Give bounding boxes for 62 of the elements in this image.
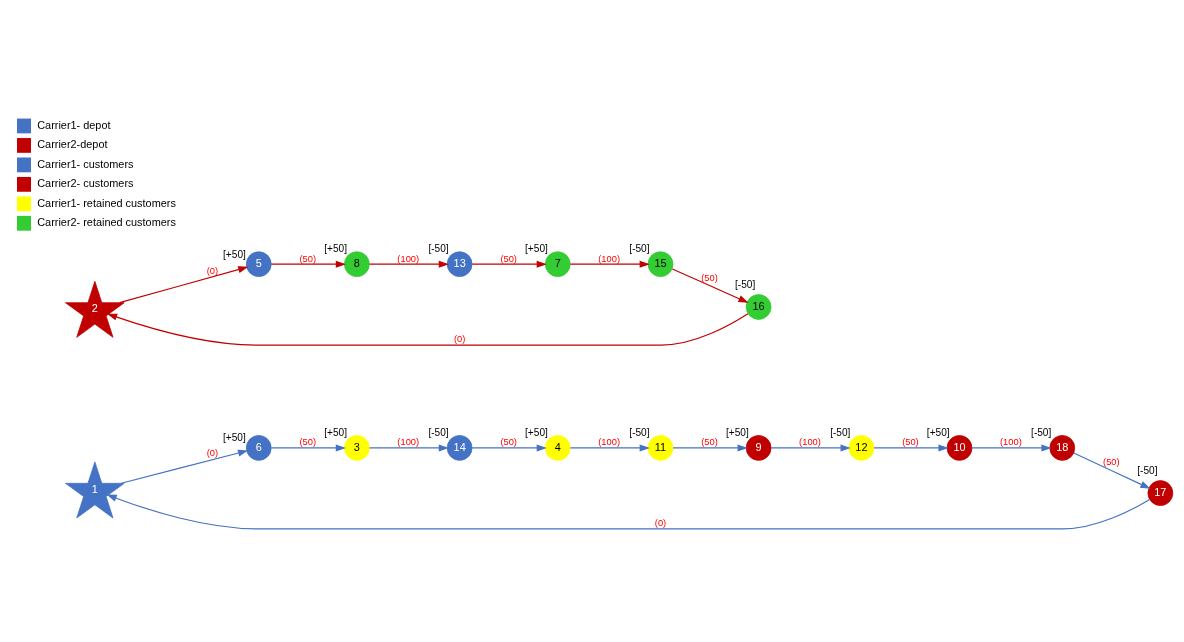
- legend-label: Carrier2- customers: [37, 177, 134, 190]
- arrow: [107, 313, 749, 346]
- arrow: [770, 444, 851, 452]
- arrow: [971, 444, 1052, 452]
- node-label: [-50]: [830, 426, 851, 438]
- arrow: [672, 444, 748, 452]
- node-label: [-50]: [629, 242, 650, 254]
- node-circle: 6: [245, 435, 272, 461]
- arrow: [569, 260, 650, 268]
- edge-label: (100): [598, 253, 621, 264]
- node-circle: 17: [1147, 480, 1174, 506]
- node-label: [+50]: [324, 426, 347, 438]
- arrow: [1073, 452, 1151, 489]
- edge-label: (50): [1103, 456, 1120, 467]
- edge-label: (100): [799, 437, 821, 448]
- legend-label: Carrier2- retained customers: [37, 216, 176, 229]
- arrow: [368, 444, 449, 452]
- edge-label: (50): [299, 437, 317, 448]
- node-label: [+50]: [324, 242, 347, 254]
- node-label: [+50]: [926, 426, 950, 438]
- node-label: [+50]: [222, 432, 246, 444]
- edge-label: (50): [701, 437, 718, 448]
- edge-label: (100): [999, 437, 1022, 448]
- legend-label: Carrier1- depot: [37, 118, 111, 131]
- legend-label: Carrier2-depot: [37, 138, 108, 151]
- edge-label: (0): [206, 448, 219, 459]
- node-circle: 16: [745, 294, 772, 320]
- node-label: [-50]: [1031, 426, 1052, 438]
- legend-label: Carrier1- retained customers: [37, 196, 176, 209]
- arrow: [471, 444, 547, 452]
- edge-label: (0): [654, 518, 667, 529]
- edge-label: (0): [206, 265, 219, 276]
- arrow: [471, 260, 547, 268]
- arrow: [120, 449, 249, 484]
- edge-label: (0): [453, 334, 466, 345]
- edge-label: (100): [598, 437, 621, 448]
- edge-label: (50): [500, 437, 517, 448]
- arrow: [119, 266, 249, 304]
- edge-label: (100): [397, 437, 420, 448]
- legend-label: Carrier1- customers: [37, 157, 134, 170]
- arrow: [569, 444, 650, 452]
- edge-label: (50): [701, 272, 718, 283]
- node-label: [-50]: [629, 426, 650, 438]
- arrow: [671, 268, 749, 303]
- edge-label: (100): [397, 253, 420, 264]
- node-label: [+50]: [725, 426, 749, 438]
- arrow: [270, 444, 346, 452]
- node-label: [-50]: [428, 242, 449, 254]
- arrow: [873, 444, 949, 452]
- node-label: [+50]: [525, 426, 548, 438]
- node-label: [-50]: [1137, 464, 1158, 476]
- node-label: [+50]: [525, 242, 548, 254]
- edge-label: (50): [299, 253, 317, 264]
- arrow: [270, 260, 346, 268]
- node-label: [-50]: [734, 278, 756, 290]
- node-label: [+50]: [223, 248, 246, 260]
- node-label: [-50]: [428, 426, 449, 438]
- arrow: [106, 494, 1151, 530]
- arrow: [368, 260, 449, 268]
- edge-label: (50): [902, 437, 919, 448]
- edge-label: (50): [500, 253, 517, 264]
- node-circle: 5: [245, 251, 272, 277]
